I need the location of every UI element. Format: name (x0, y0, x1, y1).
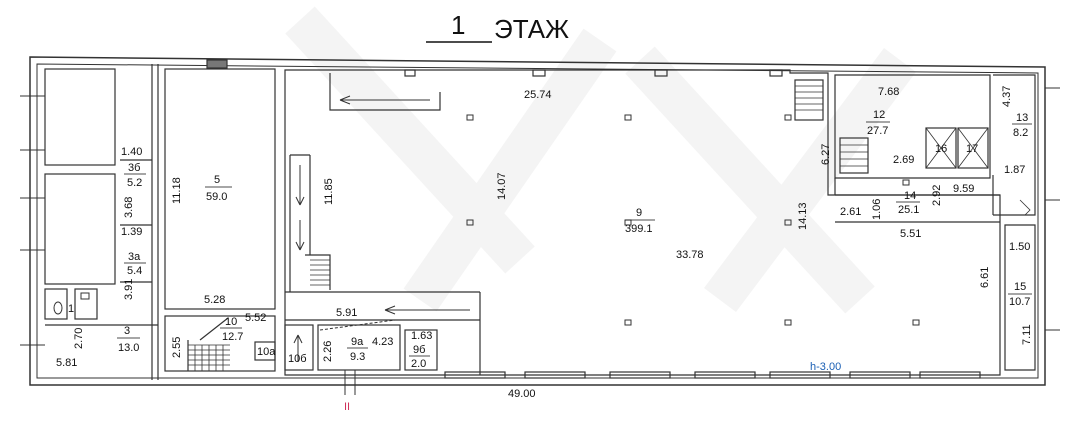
room-9b-id: 9б (413, 344, 425, 356)
column-markers (466, 114, 920, 326)
dim-2-61: 2.61 (840, 206, 861, 218)
dim-25-74: 25.74 (524, 89, 552, 101)
dim-1-87: 1.87 (1004, 164, 1025, 176)
room-3b-id: 3б (128, 162, 140, 174)
room-12-area: 27.7 (867, 125, 888, 137)
toilet-icon (53, 292, 90, 315)
room-10-id: 10 (225, 316, 237, 328)
dim-14-13: 14.13 (797, 202, 809, 230)
room-9-id: 9 (636, 207, 642, 219)
title-number: 1 (451, 10, 465, 40)
room-9a-area: 9.3 (350, 351, 365, 363)
room-14-area: 25.1 (898, 204, 919, 216)
room-16-id: 16 (935, 143, 947, 155)
room-10a-id: 10а (257, 346, 276, 358)
room-3a-area: 5.4 (127, 265, 142, 277)
dim-1-50: 1.50 (1009, 241, 1030, 253)
room-12-id: 12 (873, 109, 885, 121)
dim-1-39: 1.39 (121, 226, 142, 238)
section-mark: II (344, 401, 350, 413)
dim-9-59: 9.59 (953, 183, 974, 195)
room-3-id: 3 (124, 325, 130, 337)
dim-5-51: 5.51 (900, 228, 921, 240)
dim-33-78: 33.78 (676, 249, 704, 261)
room-10b-id: 10б (288, 353, 307, 365)
room-9a-id: 9а (351, 336, 364, 348)
room-14-id: 14 (904, 190, 916, 202)
room-15-area: 10.7 (1009, 296, 1030, 308)
dim-6-61: 6.61 (979, 267, 991, 288)
room-15-id: 15 (1014, 281, 1026, 293)
wall-ticks (20, 87, 1060, 395)
room-labels: 1 3 13.0 3а 5.4 3б 5.2 5 59.0 9 399.1 9а… (68, 109, 1032, 370)
dim-4-23: 4.23 (372, 336, 393, 348)
dim-1-40: 1.40 (121, 146, 142, 158)
dim-overall-length: 49.00 (508, 388, 536, 400)
room-9b-area: 2.0 (411, 358, 426, 370)
left-rooms (44, 64, 159, 380)
dim-5-52: 5.52 (245, 312, 266, 324)
ceiling-height-label: h-3.00 (810, 361, 841, 373)
main-hall (284, 69, 1001, 379)
dim-3-91: 3.91 (123, 279, 135, 300)
right-rooms (794, 74, 1036, 371)
room-9-area: 399.1 (625, 223, 653, 235)
room-3b-area: 5.2 (127, 177, 142, 189)
flow-arrows (293, 95, 470, 362)
dim-4-37: 4.37 (1001, 86, 1013, 107)
plan-title: 1 ЭТАЖ (426, 10, 569, 44)
dim-5-28: 5.28 (204, 294, 225, 306)
dim-11-18: 11.18 (171, 177, 183, 204)
rooms-5-10 (164, 59, 276, 372)
dim-2-70: 2.70 (73, 328, 85, 349)
room-17-id: 17 (966, 143, 978, 155)
dim-14-07: 14.07 (496, 172, 508, 200)
dim-3-68: 3.68 (123, 197, 135, 218)
room-1-id: 1 (68, 303, 74, 315)
room-10-area: 12.7 (222, 331, 243, 343)
dim-7-68: 7.68 (878, 86, 899, 98)
dim-1-63: 1.63 (411, 330, 432, 342)
dim-2-26: 2.26 (322, 341, 334, 362)
dim-5-81: 5.81 (56, 357, 77, 369)
dim-1-06: 1.06 (871, 199, 883, 220)
dim-2-55: 2.55 (171, 337, 183, 358)
room-3-area: 13.0 (118, 342, 139, 354)
room-13-area: 8.2 (1013, 127, 1028, 139)
title-word: ЭТАЖ (494, 14, 569, 44)
room-13-id: 13 (1016, 112, 1028, 124)
dim-2-92: 2.92 (931, 185, 943, 206)
room-3a-id: 3а (128, 251, 141, 263)
dimension-labels: 1.40 1.39 3.68 3.91 2.70 5.81 11.18 5.28… (56, 86, 1033, 400)
dim-5-91: 5.91 (336, 307, 357, 319)
room-5-id: 5 (214, 174, 220, 186)
dim-7-11: 7.11 (1021, 324, 1033, 345)
dim-6-27: 6.27 (820, 144, 832, 165)
room-5-area: 59.0 (206, 191, 227, 203)
dim-2-69: 2.69 (893, 154, 914, 166)
dim-11-85: 11.85 (323, 178, 335, 205)
